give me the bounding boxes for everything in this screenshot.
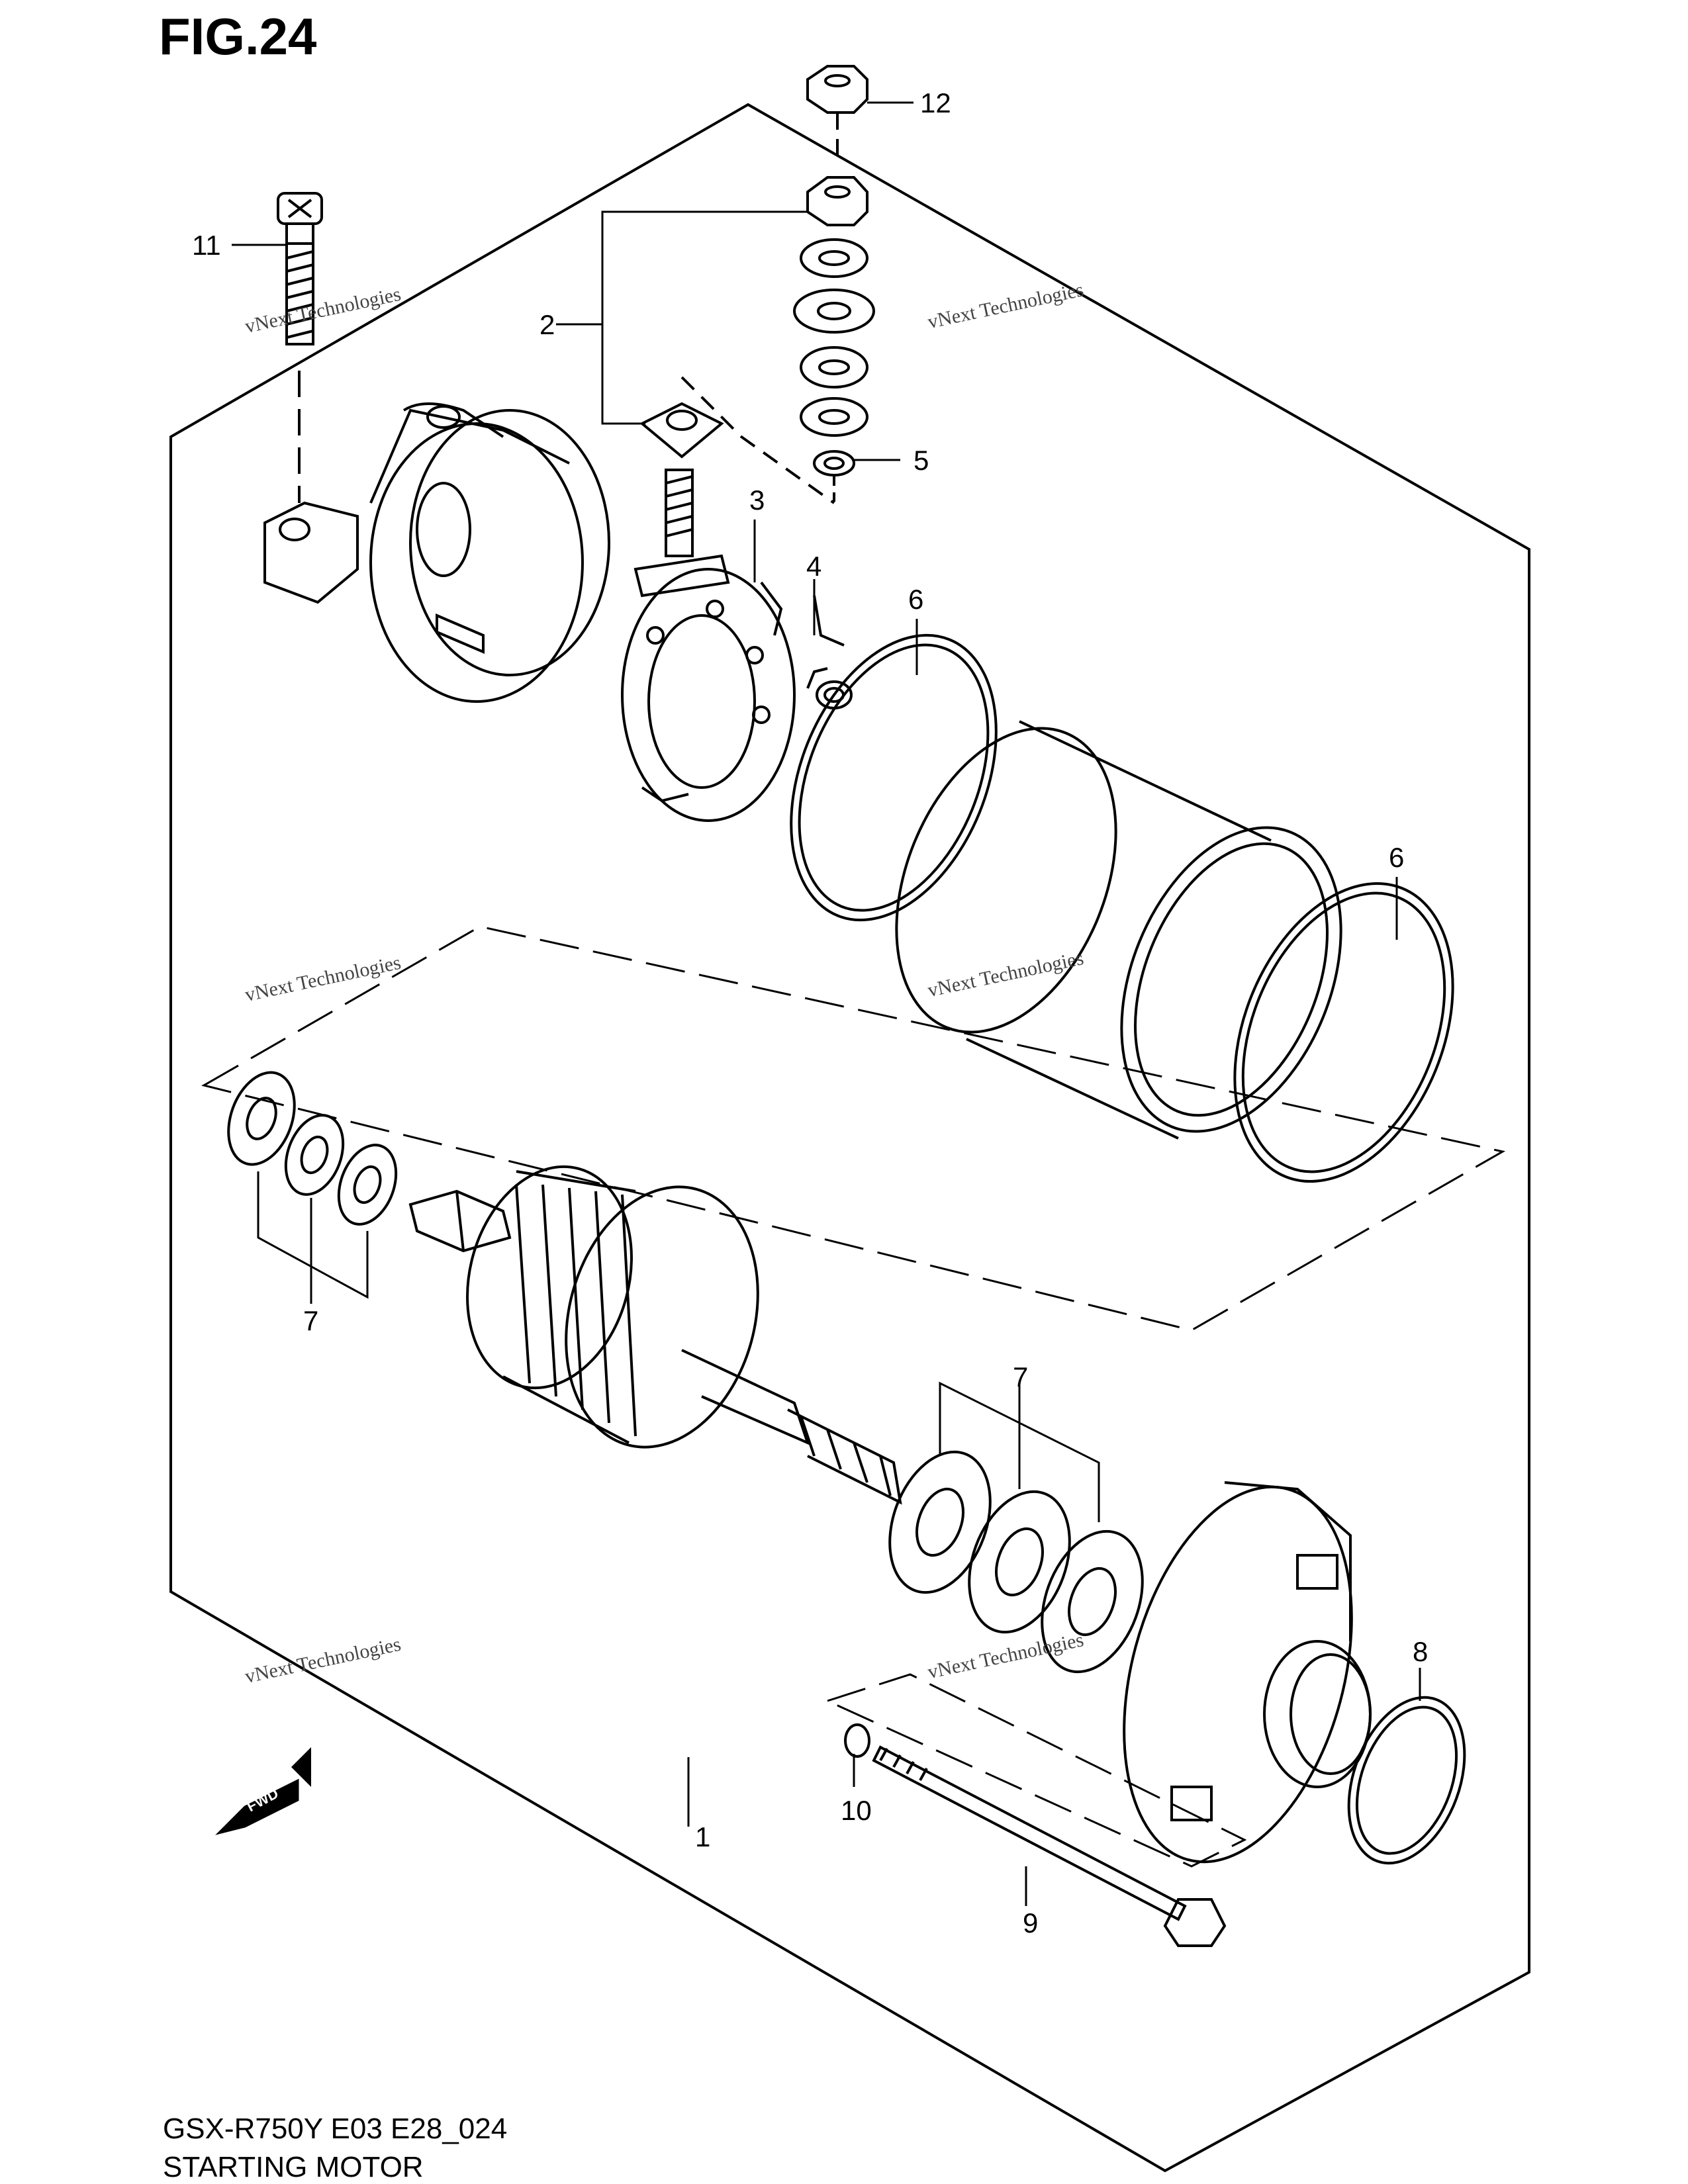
washer-set-part-7a bbox=[227, 1071, 398, 1304]
watermark-top-center: vNext Technologies bbox=[925, 279, 1085, 333]
o-ring-part-6a bbox=[790, 633, 998, 922]
svg-text:vNext Technologies: vNext Technologies bbox=[243, 952, 402, 1006]
callout-3: 3 bbox=[749, 484, 765, 516]
figure-title: FIG.24 bbox=[159, 7, 317, 66]
callout-6a: 6 bbox=[908, 584, 923, 615]
watermark-mid-center: vNext Technologies bbox=[925, 947, 1085, 1001]
watermark-bottom-center: vNext Technologies bbox=[925, 1629, 1085, 1683]
callout-8: 8 bbox=[1413, 1636, 1428, 1667]
watermark-mid-left: vNext Technologies bbox=[243, 952, 402, 1006]
callout-1: 1 bbox=[695, 1821, 710, 1852]
callout-7b: 7 bbox=[1013, 1361, 1028, 1392]
leader-part-2 bbox=[601, 210, 808, 425]
forward-direction-icon: FWD bbox=[215, 1747, 311, 1835]
o-ring-part-6b bbox=[1233, 882, 1454, 1183]
bolt-part-11 bbox=[277, 192, 323, 503]
armature bbox=[408, 1165, 902, 1505]
rear-end-cover bbox=[263, 402, 610, 703]
callout-2: 2 bbox=[539, 309, 555, 340]
terminal-plate bbox=[639, 376, 835, 504]
through-bolt-part-9 bbox=[872, 1745, 1227, 1947]
callout-6b: 6 bbox=[1389, 842, 1404, 873]
callout-7a: 7 bbox=[303, 1305, 318, 1336]
o-ring-part-8 bbox=[1347, 1696, 1466, 1865]
brush-holder-part-3 bbox=[621, 469, 796, 822]
armature-group-outline bbox=[201, 925, 1506, 1332]
washer-set-part-7b bbox=[888, 1381, 1144, 1674]
callout-10: 10 bbox=[841, 1795, 872, 1826]
front-housing bbox=[1123, 1481, 1372, 1864]
callout-11: 11 bbox=[192, 230, 221, 261]
yoke-housing bbox=[895, 720, 1342, 1140]
figure-name: STARTING MOTOR bbox=[163, 2151, 424, 2183]
assembly-outline bbox=[169, 103, 1530, 2173]
watermark-top-left: vNext Technologies bbox=[243, 283, 402, 338]
svg-text:vNext Technologies: vNext Technologies bbox=[925, 1629, 1085, 1683]
svg-text:vNext Technologies: vNext Technologies bbox=[925, 947, 1085, 1001]
callout-4: 4 bbox=[806, 551, 821, 582]
callout-12: 12 bbox=[920, 87, 951, 118]
leader-lines bbox=[232, 101, 1421, 1906]
bolt-group-outline bbox=[824, 1673, 1247, 1868]
washer-stack bbox=[793, 65, 875, 503]
svg-text:vNext Technologies: vNext Technologies bbox=[243, 283, 402, 338]
callout-9: 9 bbox=[1023, 1907, 1038, 1938]
svg-text:vNext Technologies: vNext Technologies bbox=[925, 279, 1085, 333]
callout-5: 5 bbox=[914, 445, 929, 476]
figure-code: GSX-R750Y E03 E28_024 bbox=[163, 2113, 508, 2145]
o-ring-part-10 bbox=[844, 1723, 870, 1758]
